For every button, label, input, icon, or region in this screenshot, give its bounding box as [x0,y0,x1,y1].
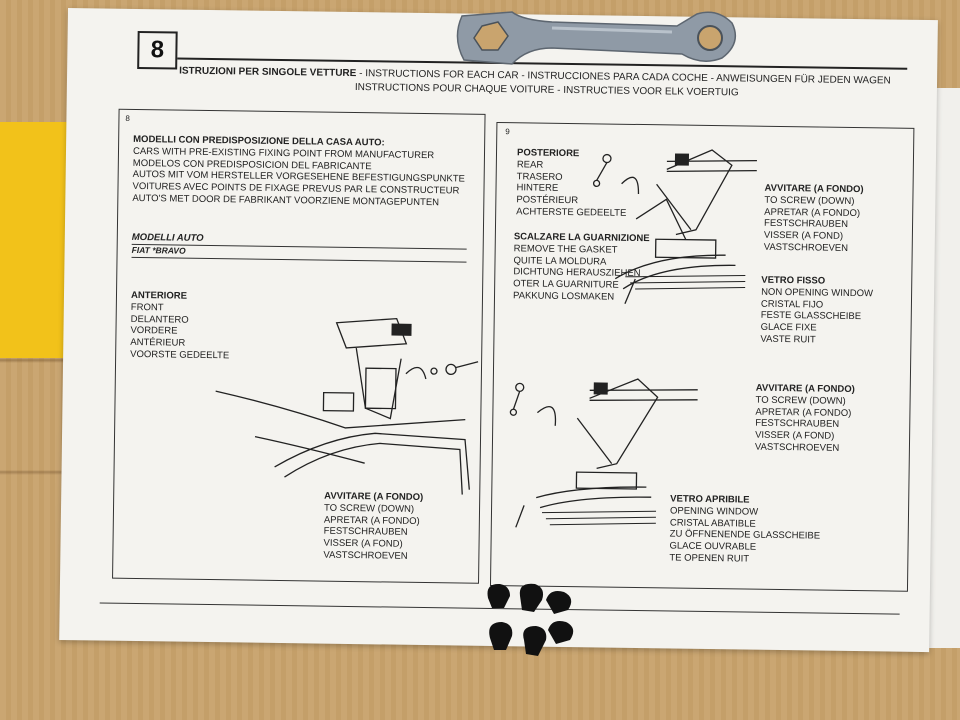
car-model: FIAT *BRAVO [131,244,186,256]
wrench-icon [456,11,737,65]
opening-line: TE OPENEN RUIT [669,552,750,565]
fixed-line: NON OPENING WINDOW [761,286,874,300]
models-block: MODELLI CON PREDISPOSIZIONE DELLA CASA A… [132,134,465,209]
rubber-caps-icon [487,583,574,656]
car-models-block: MODELLI AUTO FIAT *BRAVO [131,231,467,263]
roof-bar-foot-icon [215,317,479,495]
screw-block-right-1: AVVITARE (A FONDO) TO SCREW (DOWN) APRET… [764,183,864,255]
header-line-2: INSTRUCTIONS POUR CHAQUE VOITURE - INSTR… [354,82,739,99]
panel-right: 9 POSTERIORE REAR TRASERO HINTERE POSTÉR… [489,121,915,592]
rear-bracket-fixed-window-icon [592,149,757,305]
modelli-auto-label: MODELLI AUTO [131,231,204,244]
screw-title: AVVITARE (A FONDO) [755,382,855,396]
fixed-line: VASTE RUIT [760,333,816,346]
panel-left: 8 MODELLI CON PREDISPOSIZIONE DELLA CASA… [112,108,486,584]
screw-block-left: AVVITARE (A FONDO) TO SCREW (DOWN) APRET… [323,491,423,563]
screw-line: TO SCREW (DOWN) [764,194,855,207]
screw-line: TO SCREW (DOWN) [755,394,846,407]
screw-line: TO SCREW (DOWN) [323,502,415,515]
header-line-1: ISTRUZIONI PER SINGOLE VETTURE - INSTRUC… [179,66,891,87]
front-line: FRONT [130,301,164,314]
fixed-window-block: VETRO FISSO NON OPENING WINDOW CRISTAL F… [760,275,873,347]
screw-line: VASTSCHROEVEN [754,441,840,454]
screw-block-right-2: AVVITARE (A FONDO) TO SCREW (DOWN) APRET… [755,383,855,455]
instruction-sheet: 8 ISTRUZIONI PER SINGOLE VETTURE - INSTR… [59,8,938,653]
separator [131,256,467,263]
rear-bracket-opening-window-icon [509,378,698,528]
panel-left-number: 8 [125,113,130,123]
panel-right-number: 9 [505,127,510,137]
screw-line: VASTSCHROEVEN [763,241,849,254]
page-number: 8 [137,30,178,70]
screw-line: VASTSCHROEVEN [323,549,408,562]
header-bold: ISTRUZIONI PER SINGOLE VETTURE [179,65,357,80]
front-line: VOORSTE GEDEELTE [130,348,230,362]
front-block: ANTERIORE FRONT DELANTERO VORDERE ANTÉRI… [130,290,230,362]
